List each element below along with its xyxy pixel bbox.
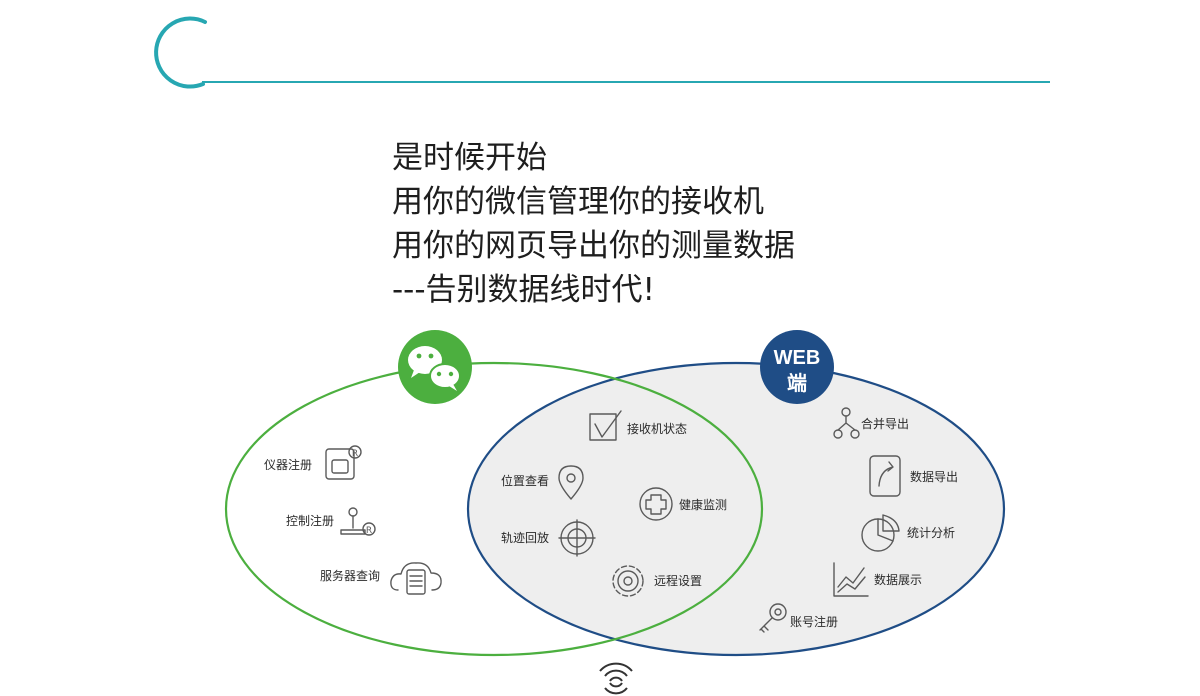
label-statistics: 统计分析 [907, 526, 955, 540]
label-server-query: 服务器查询 [320, 568, 380, 583]
label-health-monitor: 健康监测 [679, 497, 727, 512]
line-chart-icon [833, 562, 869, 597]
device-register-icon: R [325, 445, 362, 480]
label-device-register: 仪器注册 [264, 457, 312, 472]
wechat-ellipse [224, 361, 764, 657]
svg-text:R: R [366, 526, 372, 536]
pie-chart-icon [861, 514, 900, 552]
web-badge: WEB 端 [760, 330, 834, 404]
label-track-playback: 轨迹回放 [501, 530, 549, 545]
header-arc-decoration [154, 16, 207, 89]
wireless-signal-icon [599, 662, 633, 695]
track-playback-icon [558, 519, 596, 557]
headline-line-2: 用你的微信管理你的接收机 [392, 184, 764, 220]
label-data-export: 数据导出 [910, 469, 958, 484]
merge-export-icon [833, 407, 860, 439]
headline-line-3: 用你的网页导出你的测量数据 [392, 228, 795, 264]
wechat-icon [408, 346, 461, 391]
wechat-badge [398, 330, 472, 404]
location-pin-icon [558, 465, 584, 500]
label-location-view: 位置查看 [501, 473, 549, 488]
headline-line-1: 是时候开始 [392, 140, 547, 176]
key-icon [759, 603, 787, 633]
web-badge-title: WEB [774, 347, 821, 369]
joystick-register-icon: R [340, 507, 376, 536]
headline-block: 是时候开始 用你的微信管理你的接收机 用你的网页导出你的测量数据 ---告别数据… [392, 136, 795, 312]
web-badge-subtitle: 端 [787, 372, 807, 395]
label-remote-settings: 远程设置 [654, 573, 702, 588]
gear-icon [612, 565, 644, 597]
label-data-display: 数据展示 [874, 572, 922, 587]
svg-text:R: R [352, 449, 358, 459]
web-ellipse [466, 361, 1006, 657]
checkbox-icon [589, 410, 622, 441]
cloud-server-icon [390, 562, 442, 595]
label-merge-export: 合并导出 [861, 416, 909, 431]
label-receiver-status: 接收机状态 [627, 421, 687, 436]
label-control-register: 控制注册 [286, 513, 334, 528]
data-export-icon [869, 455, 901, 497]
label-account-register: 账号注册 [790, 614, 838, 629]
health-cross-icon [639, 487, 673, 521]
headline-line-4: ---告别数据线时代! [392, 272, 655, 308]
